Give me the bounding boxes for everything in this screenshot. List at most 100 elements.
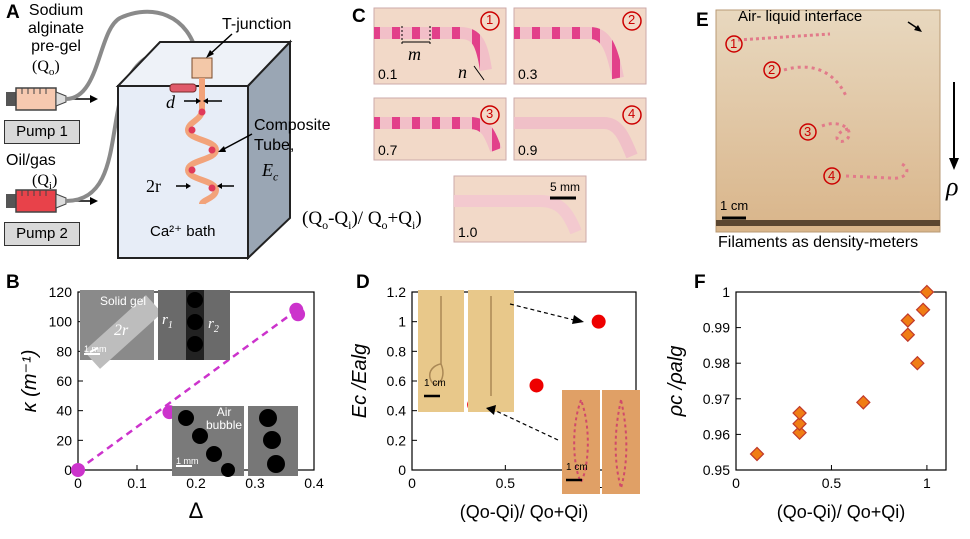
d-ytick-label: 0.2 [387,432,407,448]
panel-d-insets [418,290,640,494]
b-scale-1: 1 mm [84,344,107,354]
c-num-2: 2 [628,12,636,27]
pregel-line-3: pre-gel [31,38,81,55]
qo-label: (Qo) [32,58,60,79]
b-two-r-label: 2r [114,322,129,339]
pump-1-box: Pump 1 [4,120,80,144]
e-num-3: 3 [804,124,812,139]
f-data-point [792,416,807,432]
f-xtick-label: 0.5 [822,475,842,491]
d-inset-3 [562,390,600,494]
pump-2-box: Pump 2 [4,222,80,246]
photo-c4 [513,97,647,161]
bath-label: Ca²⁺ bath [150,223,216,240]
composite-label: Composite Tube, [254,116,330,156]
qo-sub: o [48,66,55,79]
qi-sub: i [48,180,52,193]
f-ytick-label: 1 [722,284,730,300]
f-data-point [900,327,916,343]
f-xtick-label: 0 [732,475,740,491]
b-air-line-2: bubble [206,418,243,432]
c-num-4: 4 [628,106,636,121]
b-xtick-label: 0.3 [245,475,265,491]
b-ytick-label: 120 [49,284,73,300]
f-ytick-label: 0.96 [703,426,730,442]
c-ratio-4: 0.9 [518,142,538,158]
chart-d: 00.5100.20.40.60.811.2(Qo-Qi)/ Qo+Qi)Ec … [349,284,637,522]
d-data-point [591,314,606,329]
e-scale-label: 1 cm [720,198,749,213]
panel-label-a: A [6,2,20,23]
d-ytick-label: 0.4 [387,403,407,419]
t-junction-label: T-junction [222,16,292,33]
b-air-line-1: Air [216,405,232,419]
c-n-label: n [458,62,467,82]
b-data-point [291,307,306,322]
f-ytick-label: 0.99 [703,320,730,336]
d-ylabel: Ec /Ealg [349,344,371,418]
qi-label: (Qi) [32,172,58,193]
c-expr-2: o [322,217,329,232]
d-xtick-label: 0.5 [496,475,516,491]
c-expr-5: )/ Q [351,208,382,229]
c-ratio-3: 0.7 [378,142,398,158]
d-arrow-lower [493,409,559,441]
d-data-point [529,378,544,393]
e-num-4: 4 [828,168,836,183]
d-label: d [166,92,175,112]
qo-text: (Q [32,58,49,75]
e-interface-label: Air- liquid interface [738,8,863,25]
photo-c5 [453,175,587,243]
panel-label-b: B [6,272,20,293]
panel-b-insets [80,290,298,477]
d-ytick-label: 0.8 [387,343,407,359]
c-scale-label: 5 mm [550,180,580,194]
b-ytick-label: 20 [56,432,72,448]
f-ylabel: ρc /ρalg [665,346,687,418]
f-plot-frame [735,291,947,471]
b-xtick-label: 0 [74,475,82,491]
b-r2-sub: 2 [213,324,219,335]
photo-c3 [373,97,507,161]
c-ratio-1: 0.1 [378,66,398,82]
d-ytick-label: 1 [398,314,406,330]
c-expr-1: (Q [302,208,323,229]
b-xtick-label: 0.1 [127,475,147,491]
b-r2-label: r2 [208,316,219,335]
d-ytick-label: 0 [398,462,406,478]
c-ratio-expression: (Qo-Qi)/ Qo+Qi) [302,208,422,233]
e-rho-label: ρ [946,172,959,201]
b-data-point [71,463,85,477]
f-ytick-label: 0.97 [703,391,730,407]
d-scale-2: 1 cm [566,462,588,473]
pregel-line-2: alginate [28,20,85,37]
pregel-line-1: Sodium [28,2,84,19]
b-xtick-label: 0.2 [186,475,206,491]
b-solid-gel-label: Solid gel [100,294,147,308]
c-expr-7: +Q [387,208,412,229]
two-r-label: 2r [146,176,161,196]
c-expr-8: i [411,217,416,232]
e-num-2: 2 [768,62,776,77]
panel-label-f: F [694,272,706,293]
panel-label-e: E [696,10,709,31]
e-caption: Filaments as density-meters [718,234,919,251]
f-data-point [792,405,807,421]
f-data-point [855,395,871,410]
photo-c1 [373,7,507,85]
oilgas-label: Oil/gas [6,152,56,169]
b-r1-sub: 1 [167,320,173,331]
b-ytick-label: 100 [49,314,73,330]
f-data-point [749,446,765,462]
bath-box [115,39,293,260]
syringe-1-icon [6,87,67,111]
panel-a-schematic [6,9,293,260]
c-expr-3: -Q [328,208,349,229]
b-r1-label: r1 [162,312,173,331]
d-xtick-label: 0 [408,475,416,491]
syringe-2-icon [6,189,67,213]
f-data-point [792,425,807,440]
f-ytick-label: 0.95 [703,462,730,478]
panel-label-c: C [352,6,366,27]
